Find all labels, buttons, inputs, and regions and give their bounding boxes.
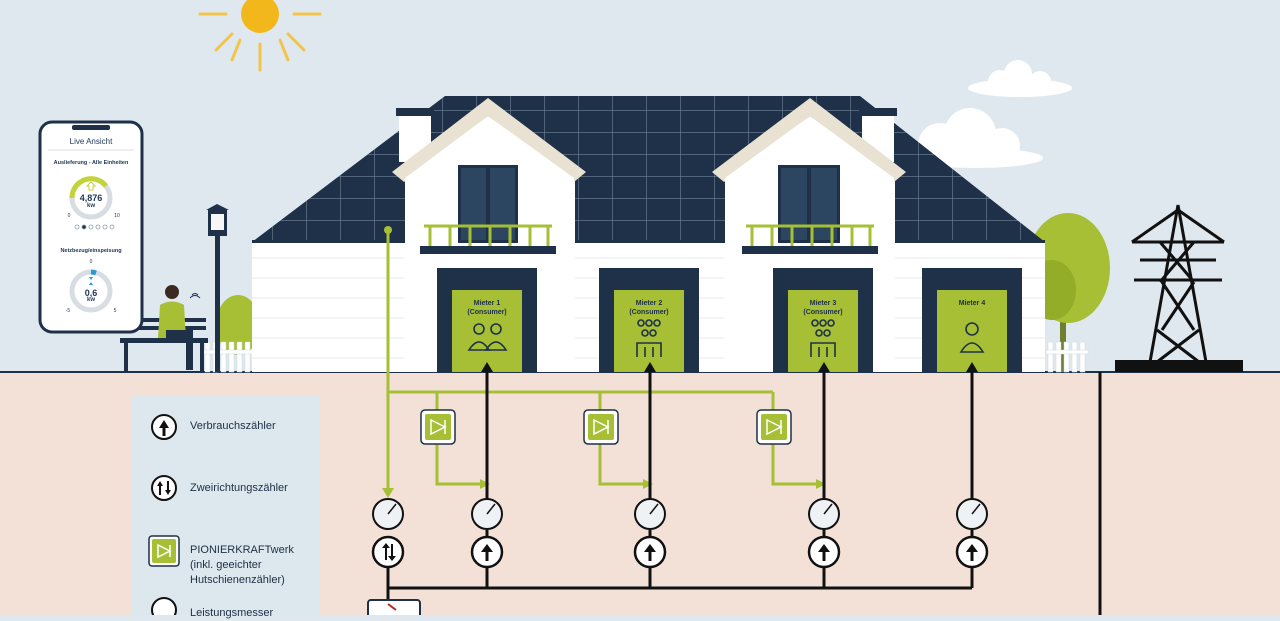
legend-pionierkraftwerk-line2: (inkl. geeichter xyxy=(190,559,262,571)
tenant-3-label: Mieter 3 (Consumer) xyxy=(788,299,858,317)
two-people-icon xyxy=(467,323,508,351)
house xyxy=(252,96,1045,372)
phone-section1-title: Auslieferung - Alle Einheiten xyxy=(53,160,129,166)
phone-device xyxy=(38,120,144,334)
tenant-1-label: Mieter 1 (Consumer) xyxy=(452,299,522,317)
tenant-1-role: (Consumer) xyxy=(467,309,507,316)
tenant-2-name: Mieter 2 xyxy=(635,300,663,307)
street-lamp-icon xyxy=(206,204,229,372)
legend-pionierkraftwerk-line1: PIONIERKRAFTwerk xyxy=(190,544,294,556)
tenant-4-name: Mieter 4 xyxy=(958,300,986,307)
gauge1-min: 0 xyxy=(67,213,71,219)
gauge2-unit: kw xyxy=(86,297,95,303)
gauge2-min: -5 xyxy=(65,308,71,314)
single-person-icon xyxy=(959,322,985,353)
power-pylon-icon xyxy=(1131,204,1225,364)
legend-consumption-meter-label: Verbrauchszähler xyxy=(190,420,276,432)
cloud-icon xyxy=(968,60,1072,97)
gauge1-unit: kw xyxy=(86,203,95,209)
gauge2-top: 0 xyxy=(89,259,93,265)
gauge2-max: 5 xyxy=(113,308,117,314)
gauge1-max: 10 xyxy=(114,213,120,219)
group-people-icon xyxy=(810,319,836,357)
legend-pionierkraftwerk-label: PIONIERKRAFTwerk (inkl. geeichter Hutsch… xyxy=(190,543,294,588)
pionierkraftwerk-icon xyxy=(583,409,619,445)
pylon-base xyxy=(1115,360,1243,372)
pionierkraftwerk-icon xyxy=(756,409,792,445)
group-people-icon xyxy=(636,319,662,357)
sun-icon xyxy=(198,0,322,72)
tenant-3-role: (Consumer) xyxy=(803,309,843,316)
tenant-2-label: Mieter 2 (Consumer) xyxy=(614,299,684,317)
bush-left xyxy=(216,295,260,355)
phone-section2-title: Netzbezug/einspeisung xyxy=(60,248,122,254)
person-on-bench-icon xyxy=(120,285,208,372)
tenant-3-name: Mieter 3 xyxy=(809,300,837,307)
phone-title: Live Ansicht xyxy=(69,137,113,146)
bidirectional-meter-icon xyxy=(371,535,405,569)
gauge1-value: 4,876 xyxy=(79,193,103,203)
cloud-icon xyxy=(907,108,1043,168)
gauge2-value: 0,6 xyxy=(84,288,98,298)
tenant-2-role: (Consumer) xyxy=(629,309,669,316)
legend-bidirectional-meter-label: Zweirichtungszähler xyxy=(190,482,288,494)
pionierkraftwerk-icon xyxy=(420,409,456,445)
fence-right xyxy=(1045,341,1089,373)
legend-pionierkraftwerk-icon xyxy=(148,535,180,567)
legend-pionierkraftwerk-line3: Hutschienenzähler) xyxy=(190,574,285,586)
tenant-1-name: Mieter 1 xyxy=(473,300,501,307)
legend-bidirectional-meter-icon xyxy=(151,475,177,501)
legend-power-meter-label: Leistungsmesser xyxy=(190,607,274,619)
legend-power-meter-icon xyxy=(151,597,177,615)
tenant-4-label: Mieter 4 xyxy=(937,299,1007,308)
pv-wiring xyxy=(386,230,819,492)
